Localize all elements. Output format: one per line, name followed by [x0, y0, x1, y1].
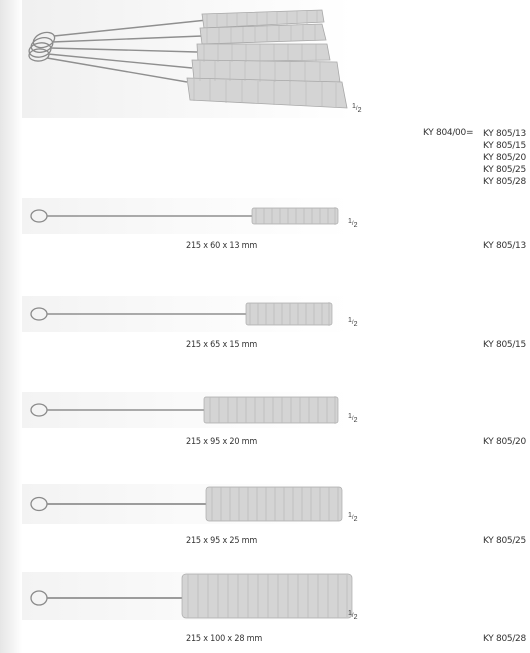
scale-numerator: 1 [348, 218, 352, 225]
scale-numerator: 1 [348, 512, 352, 519]
product-code: KY 805/13 [483, 241, 526, 251]
set-item: KY 805/20 [483, 153, 526, 163]
product-code: KY 805/15 [483, 340, 526, 350]
dimensions-text: 215 x 65 x 15 mm [186, 340, 258, 350]
dimensions-text: 215 x 95 x 25 mm [186, 536, 258, 546]
product-code: KY 805/25 [483, 536, 526, 546]
dimensions-text: 215 x 60 x 13 mm [186, 241, 258, 251]
scale-slash: / [351, 416, 354, 422]
product-code: KY 805/20 [483, 437, 526, 447]
scale-label: 1/2 [348, 512, 358, 523]
scale-label: 1/2 [348, 317, 358, 328]
dimensions-text: 215 x 95 x 20 mm [186, 437, 258, 447]
scale-label: 1/2 [348, 610, 358, 621]
brush-photo-20 [22, 392, 353, 428]
scale-denominator: 2 [353, 222, 358, 229]
scale-slash: / [351, 515, 354, 521]
brush-photo-13 [22, 198, 353, 234]
scale-slash: / [351, 613, 354, 619]
product-code: KY 805/28 [483, 634, 526, 644]
set-item: KY 805/13 [483, 129, 526, 139]
brush-photo-15 [22, 296, 353, 332]
scale-denominator: 2 [353, 614, 358, 621]
set-item: KY 805/15 [483, 141, 526, 151]
set-code: KY 804/00 [423, 128, 466, 138]
dimensions-text: 215 x 100 x 28 mm [186, 634, 263, 644]
scale-numerator: 1 [348, 317, 352, 324]
scale-label: 1/2 [348, 413, 358, 424]
scale-label: 1/2 [348, 218, 358, 229]
scale-denominator: 2 [353, 516, 358, 523]
scale-numerator: 1 [352, 103, 356, 110]
set-equals: = [466, 128, 474, 138]
set-item: KY 805/28 [483, 177, 526, 187]
set-item: KY 805/25 [483, 165, 526, 175]
brush-set-photo [22, 0, 353, 118]
scale-slash: / [351, 320, 354, 326]
brush-photo-25 [22, 484, 353, 524]
scale-slash: / [351, 221, 354, 227]
scale-label: 1/2 [352, 103, 362, 114]
set-item-list: KY 805/13 KY 805/15 KY 805/20 KY 805/25 … [483, 128, 526, 188]
scale-denominator: 2 [357, 107, 362, 114]
scale-slash: / [355, 106, 358, 112]
brush-photo-28 [22, 572, 353, 620]
scale-denominator: 2 [353, 321, 358, 328]
scale-numerator: 1 [348, 610, 352, 617]
scale-denominator: 2 [353, 417, 358, 424]
left-margin-shade [0, 0, 22, 653]
scale-numerator: 1 [348, 413, 352, 420]
